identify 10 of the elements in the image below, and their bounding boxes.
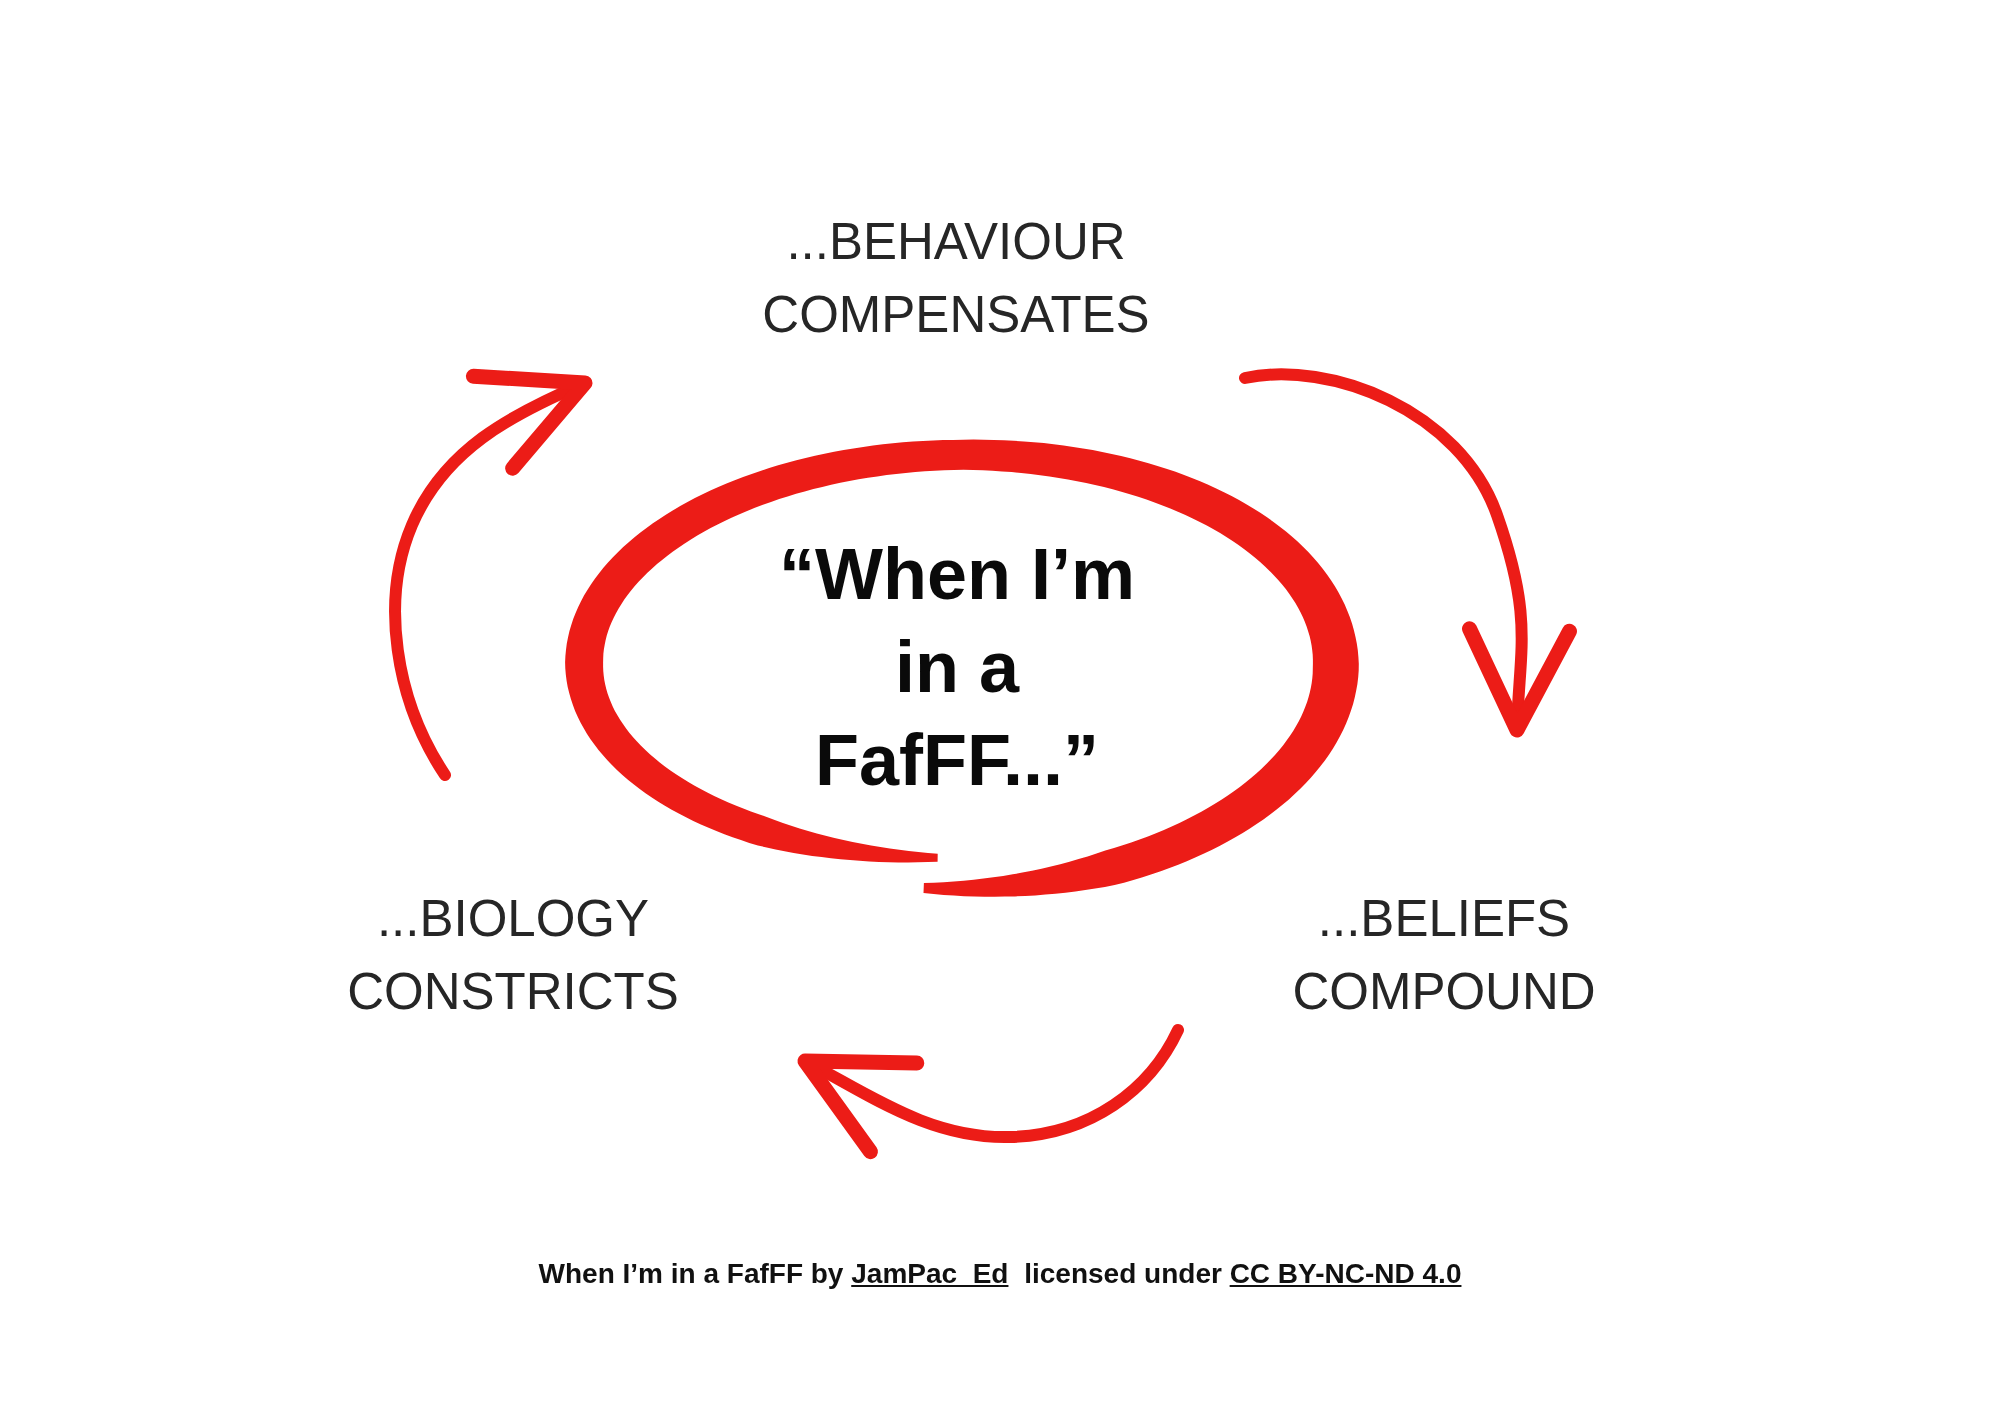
step-label: ...BEHAVIOUR COMPENSATES [762, 205, 1150, 351]
curved-arrow [797, 1024, 1184, 1160]
step-label: ...BELIEFS COMPOUND [1292, 882, 1596, 1028]
step-label: ...BIOLOGY CONSTRICTS [347, 882, 679, 1028]
curved-arrow [389, 369, 593, 781]
quote-text: “When I’m in a FafFF...” [765, 528, 1149, 807]
curved-arrow [1239, 368, 1579, 738]
credit-link: CC BY-NC-ND 4.0 [1229, 1258, 1462, 1289]
credit-link: JamPac_Ed [851, 1258, 1009, 1289]
credit-line: When I’m in a FafFF by JamPac_Ed licensed under CC BY-NC-ND 4.0 [538, 1257, 1462, 1291]
